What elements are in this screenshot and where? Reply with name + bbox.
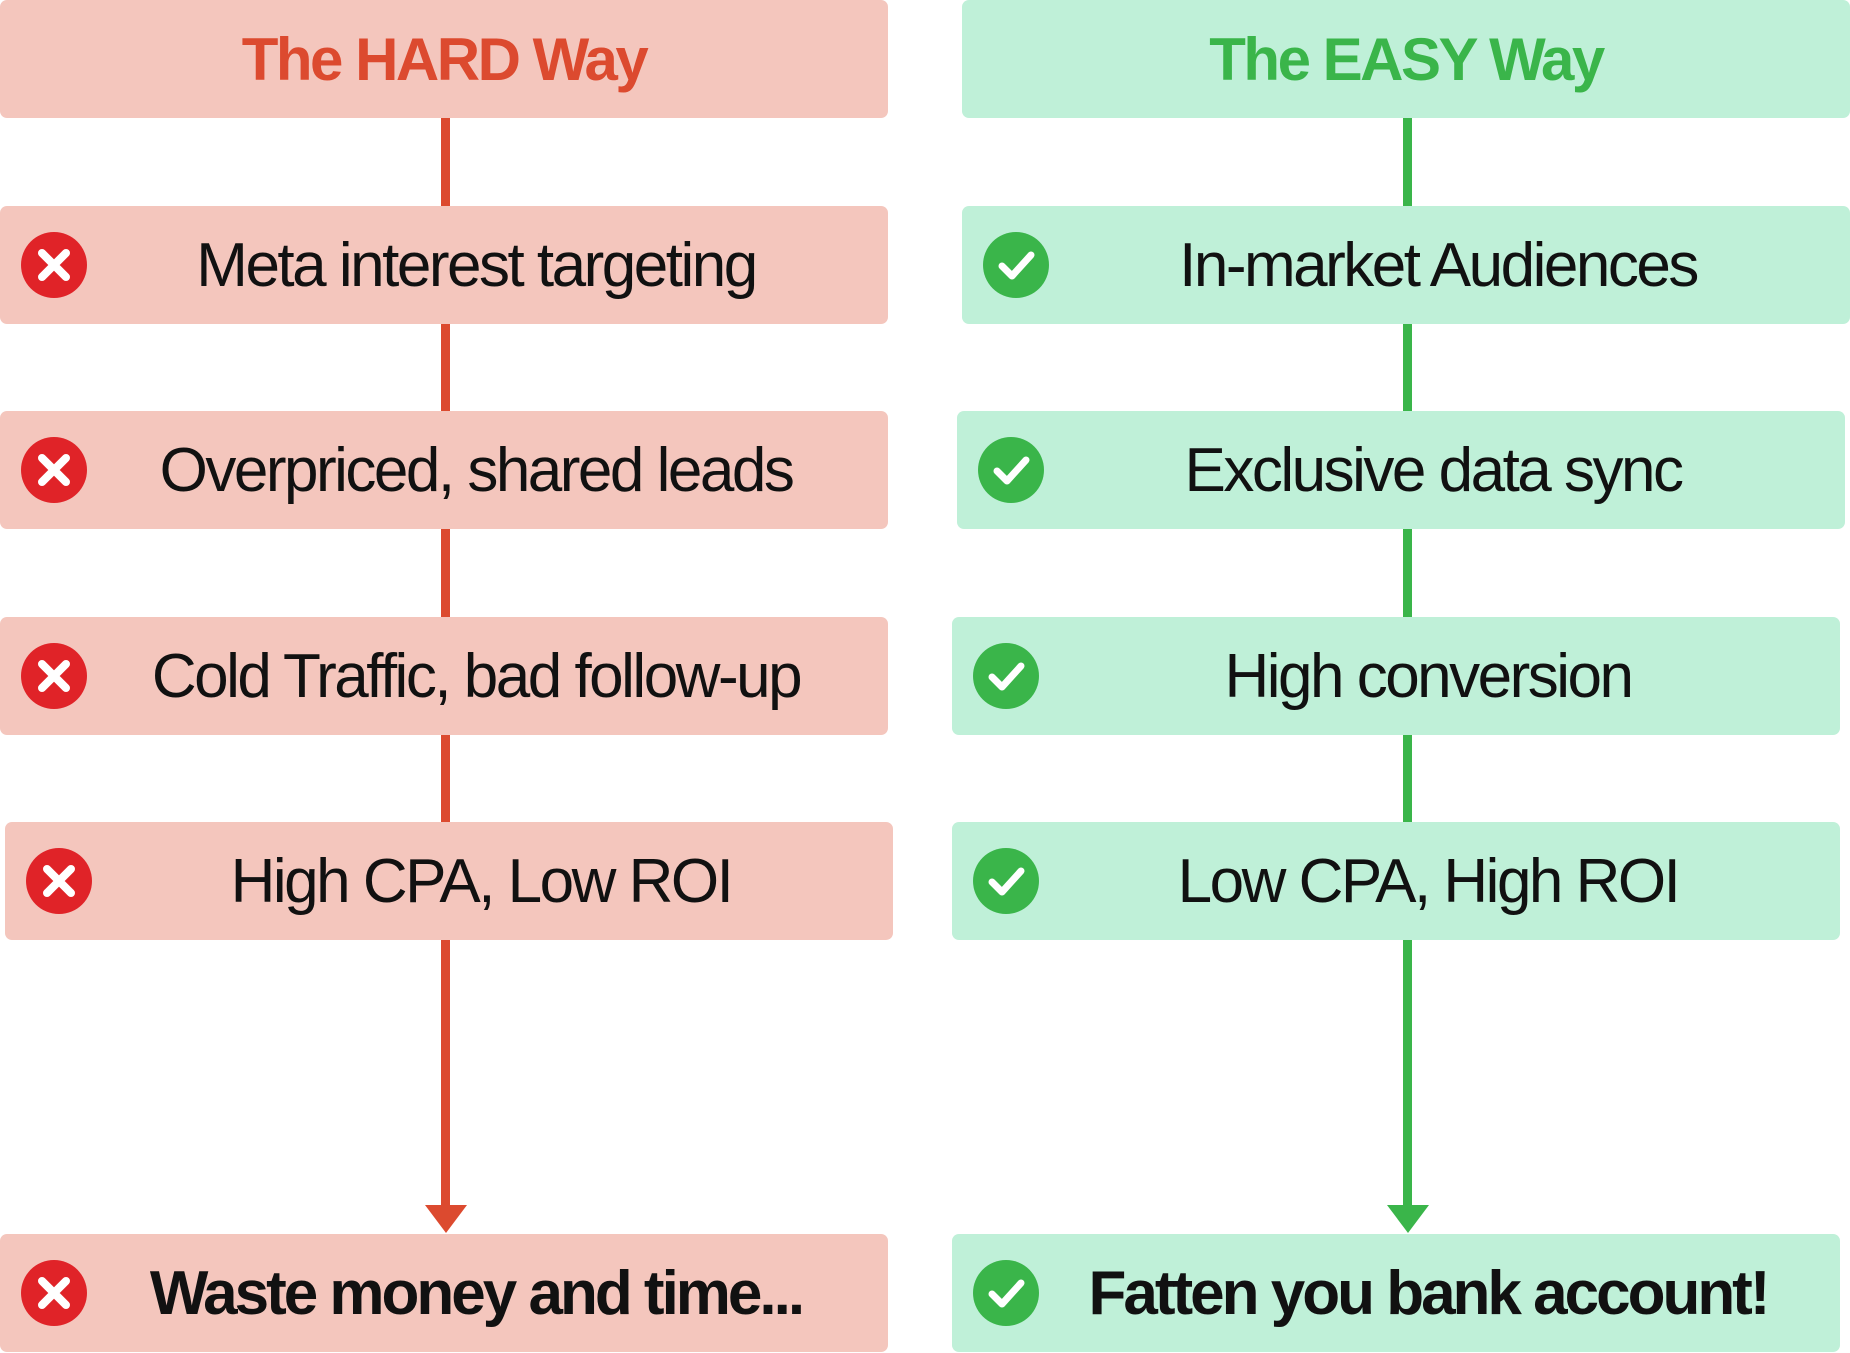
easy-step-label: In-market Audiences <box>1179 230 1699 300</box>
hard-step-label: High CPA, Low ROI <box>230 846 734 916</box>
hard-step-4: High CPA, Low ROI <box>5 822 893 940</box>
easy-step-label: Exclusive data sync <box>1184 435 1684 505</box>
check-circle-icon <box>972 1259 1040 1327</box>
hard-way-column: The HARD Way Meta interest targeting Ove… <box>0 0 893 1353</box>
hard-result-label: Waste money and time... <box>149 1258 805 1328</box>
easy-arrowhead <box>1387 1205 1429 1233</box>
check-circle-icon <box>977 436 1045 504</box>
hard-way-title: The HARD Way <box>0 0 888 118</box>
hard-step-label: Overpriced, shared leads <box>159 435 795 505</box>
x-circle-icon <box>20 1259 88 1327</box>
easy-way-title-text: The EASY Way <box>1209 25 1605 93</box>
easy-step-3: High conversion <box>952 617 1840 735</box>
check-circle-icon <box>972 847 1040 915</box>
x-circle-icon <box>20 436 88 504</box>
hard-step-label: Meta interest targeting <box>196 230 758 300</box>
easy-step-1: In-market Audiences <box>962 206 1850 324</box>
check-circle-icon <box>982 231 1050 299</box>
hard-step-label: Cold Traffic, bad follow-up <box>151 641 803 711</box>
hard-step-1: Meta interest targeting <box>0 206 888 324</box>
x-circle-icon <box>20 231 88 299</box>
hard-step-2: Overpriced, shared leads <box>0 411 888 529</box>
hard-result: Waste money and time... <box>0 1234 888 1352</box>
x-circle-icon <box>25 847 93 915</box>
hard-step-3: Cold Traffic, bad follow-up <box>0 617 888 735</box>
easy-way-column: The EASY Way In-market Audiences Exclusi… <box>952 0 1850 1353</box>
easy-way-title: The EASY Way <box>962 0 1850 118</box>
easy-result-label: Fatten you bank account! <box>1088 1258 1771 1328</box>
easy-step-4: Low CPA, High ROI <box>952 822 1840 940</box>
easy-step-label: High conversion <box>1224 641 1634 711</box>
check-circle-icon <box>972 642 1040 710</box>
x-circle-icon <box>20 642 88 710</box>
easy-step-2: Exclusive data sync <box>957 411 1845 529</box>
hard-way-title-text: The HARD Way <box>241 25 649 93</box>
easy-step-label: Low CPA, High ROI <box>1177 846 1681 916</box>
hard-arrowhead <box>425 1205 467 1233</box>
easy-result: Fatten you bank account! <box>952 1234 1840 1352</box>
